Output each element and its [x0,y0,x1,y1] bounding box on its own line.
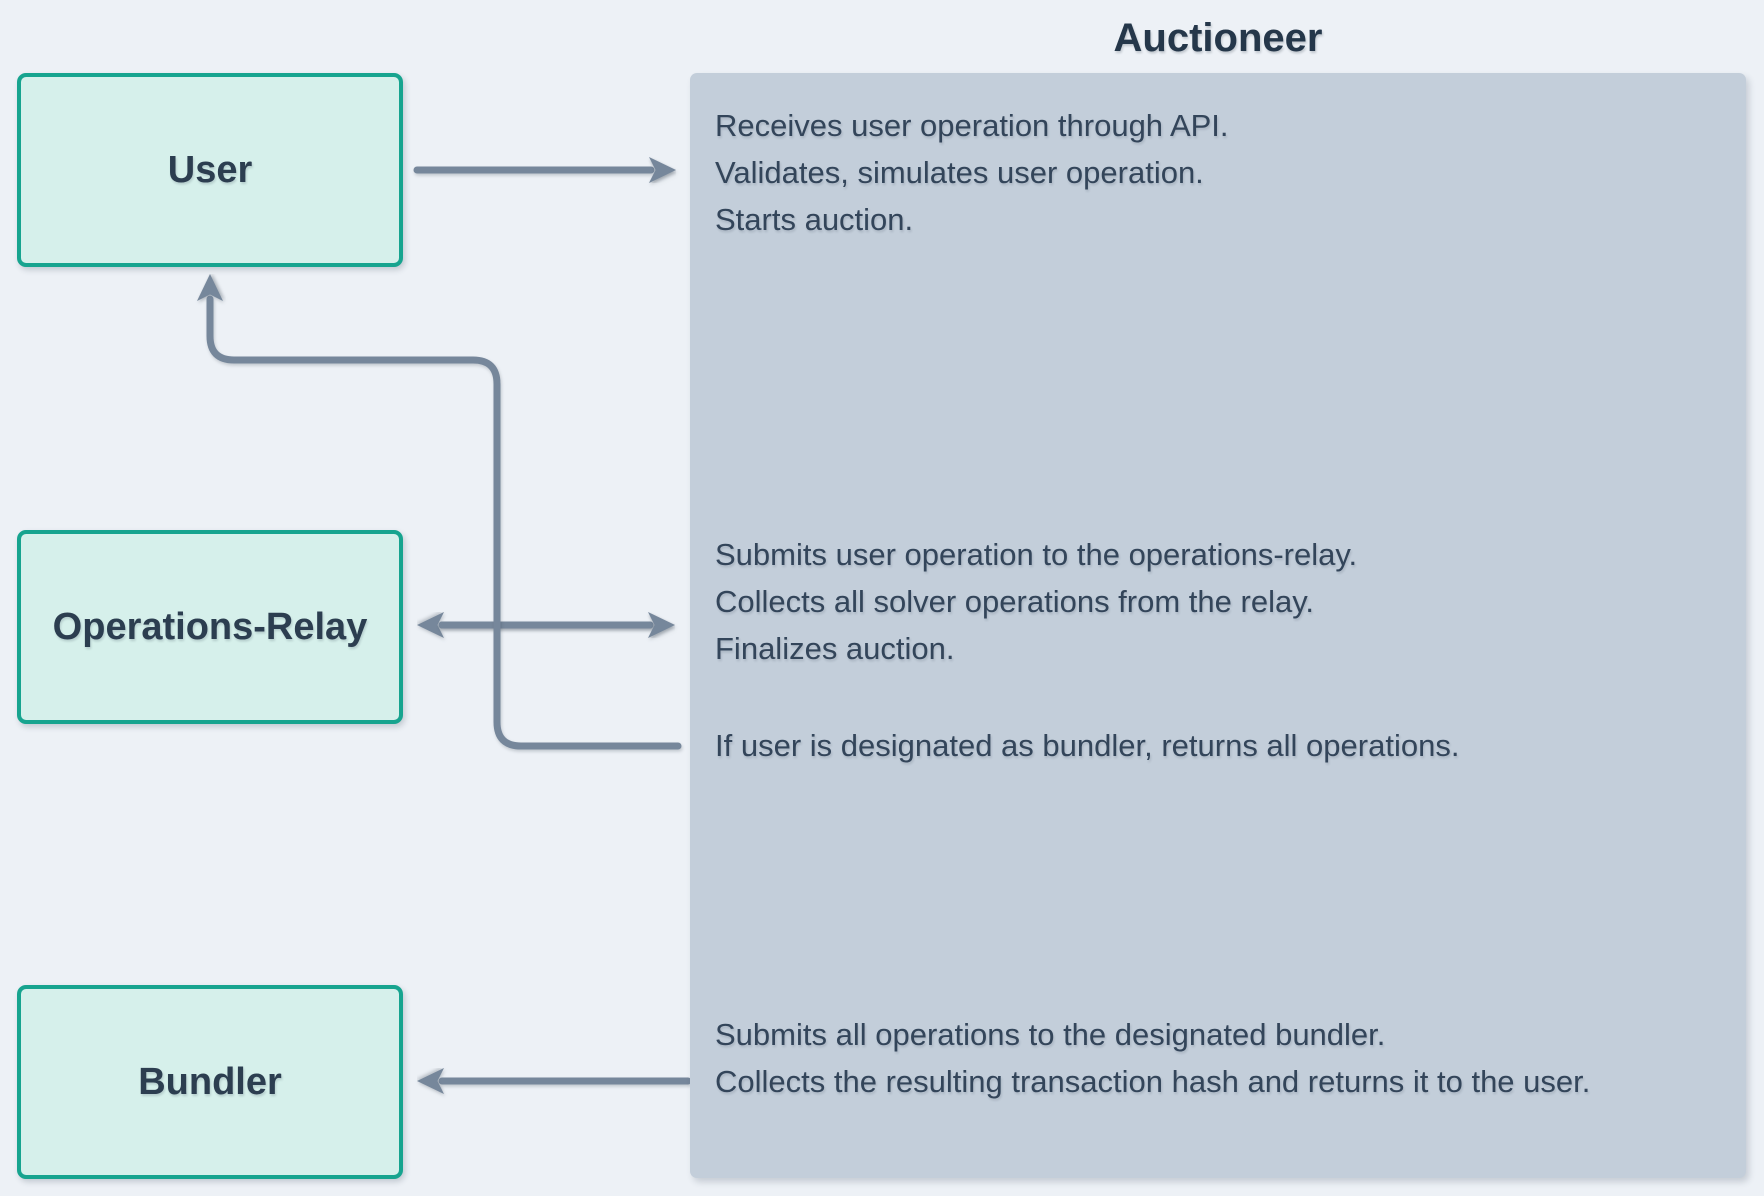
auctioneer-step-return-operations: If user is designated as bundler, return… [715,722,1459,769]
step-line: Collects the resulting transaction hash … [715,1064,1591,1099]
step-line: Validates, simulates user operation. [715,155,1204,190]
step-line: Finalizes auction. [715,631,955,666]
node-bundler: Bundler [17,985,403,1179]
node-user: User [17,73,403,267]
node-bundler-label: Bundler [138,1060,282,1103]
step-line: Starts auction. [715,202,914,237]
step-line: Collects all solver operations from the … [715,584,1315,619]
step-line: Submits user operation to the operations… [715,537,1358,572]
step-line: Submits all operations to the designated… [715,1017,1386,1052]
step-line: Receives user operation through API. [715,108,1229,143]
auctioneer-step-relay-auction: Submits user operation to the operations… [715,531,1357,672]
auctioneer-step-receive-validate: Receives user operation through API. Val… [715,102,1229,243]
node-operations-relay: Operations-Relay [17,530,403,724]
node-operations-relay-label: Operations-Relay [52,605,368,648]
auctioneer-title: Auctioneer [1113,16,1323,60]
auctioneer-step-submit-bundler: Submits all operations to the designated… [715,1011,1590,1105]
node-user-label: User [167,148,253,191]
step-line: If user is designated as bundler, return… [715,728,1460,763]
auctioneer-panel [690,73,1746,1178]
